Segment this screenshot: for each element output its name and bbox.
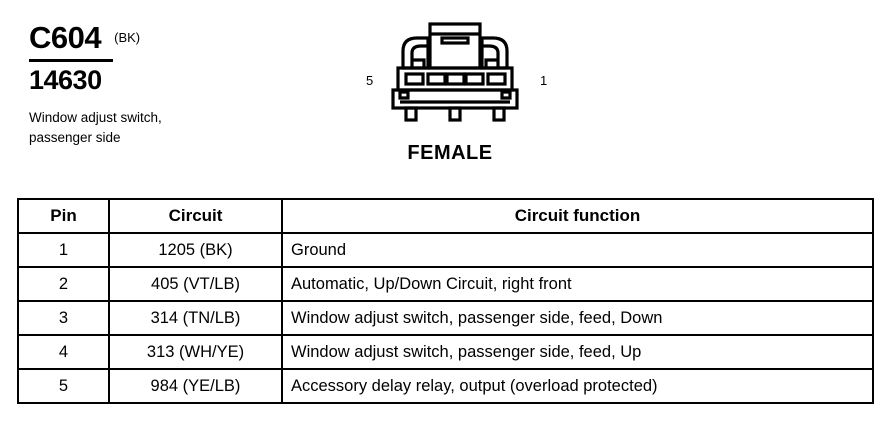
cell-function: Automatic, Up/Down Circuit, right front [281,266,874,302]
connector-gender-label: FEMALE [407,142,493,164]
cell-circuit: 314 (TN/LB) [108,300,283,336]
table-row: 3 314 (TN/LB) Window adjust switch, pass… [17,300,874,336]
cell-function: Window adjust switch, passenger side, fe… [281,334,874,370]
connector-header-block: C604 (BK) 14630 Window adjust switch, pa… [29,22,229,148]
column-header-circuit-function: Circuit function [281,198,874,234]
cell-pin: 1 [17,232,110,268]
cell-pin: 5 [17,368,110,404]
connector-drawing-wrap: 5 1 [352,18,572,126]
connector-description: Window adjust switch, passenger side [29,110,162,146]
table-row: 5 984 (YE/LB) Accessory delay relay, out… [17,368,874,404]
cell-function: Window adjust switch, passenger side, fe… [281,300,874,336]
table-row: 2 405 (VT/LB) Automatic, Up/Down Circuit… [17,266,874,302]
pin-number-right-label: 1 [540,73,548,88]
cell-function: Ground [281,232,874,268]
table-row: 4 313 (WH/YE) Window adjust switch, pass… [17,334,874,370]
connector-figure: 5 1 [352,18,572,165]
cell-circuit: 1205 (BK) [108,232,283,268]
cell-pin: 2 [17,266,110,302]
cell-circuit: 405 (VT/LB) [108,266,283,302]
cell-pin: 4 [17,334,110,370]
pinout-table: Pin Circuit Circuit function 1 1205 (BK)… [17,198,874,404]
connector-id: C604 [29,20,102,55]
cell-pin: 3 [17,300,110,336]
connector-id-row: C604 (BK) [29,22,229,53]
header-divider [29,59,113,62]
table-row: 1 1205 (BK) Ground [17,232,874,268]
cell-circuit: 313 (WH/YE) [108,334,283,370]
female-connector-icon [391,22,519,122]
connector-color-code: (BK) [114,30,141,45]
cell-circuit: 984 (YE/LB) [108,368,283,404]
connector-part-number: 14630 [29,65,102,95]
table-header-row: Pin Circuit Circuit function [17,198,874,234]
column-header-circuit: Circuit [108,198,283,234]
column-header-pin: Pin [17,198,110,234]
pin-number-left-label: 5 [366,73,374,88]
cell-function: Accessory delay relay, output (overload … [281,368,874,404]
